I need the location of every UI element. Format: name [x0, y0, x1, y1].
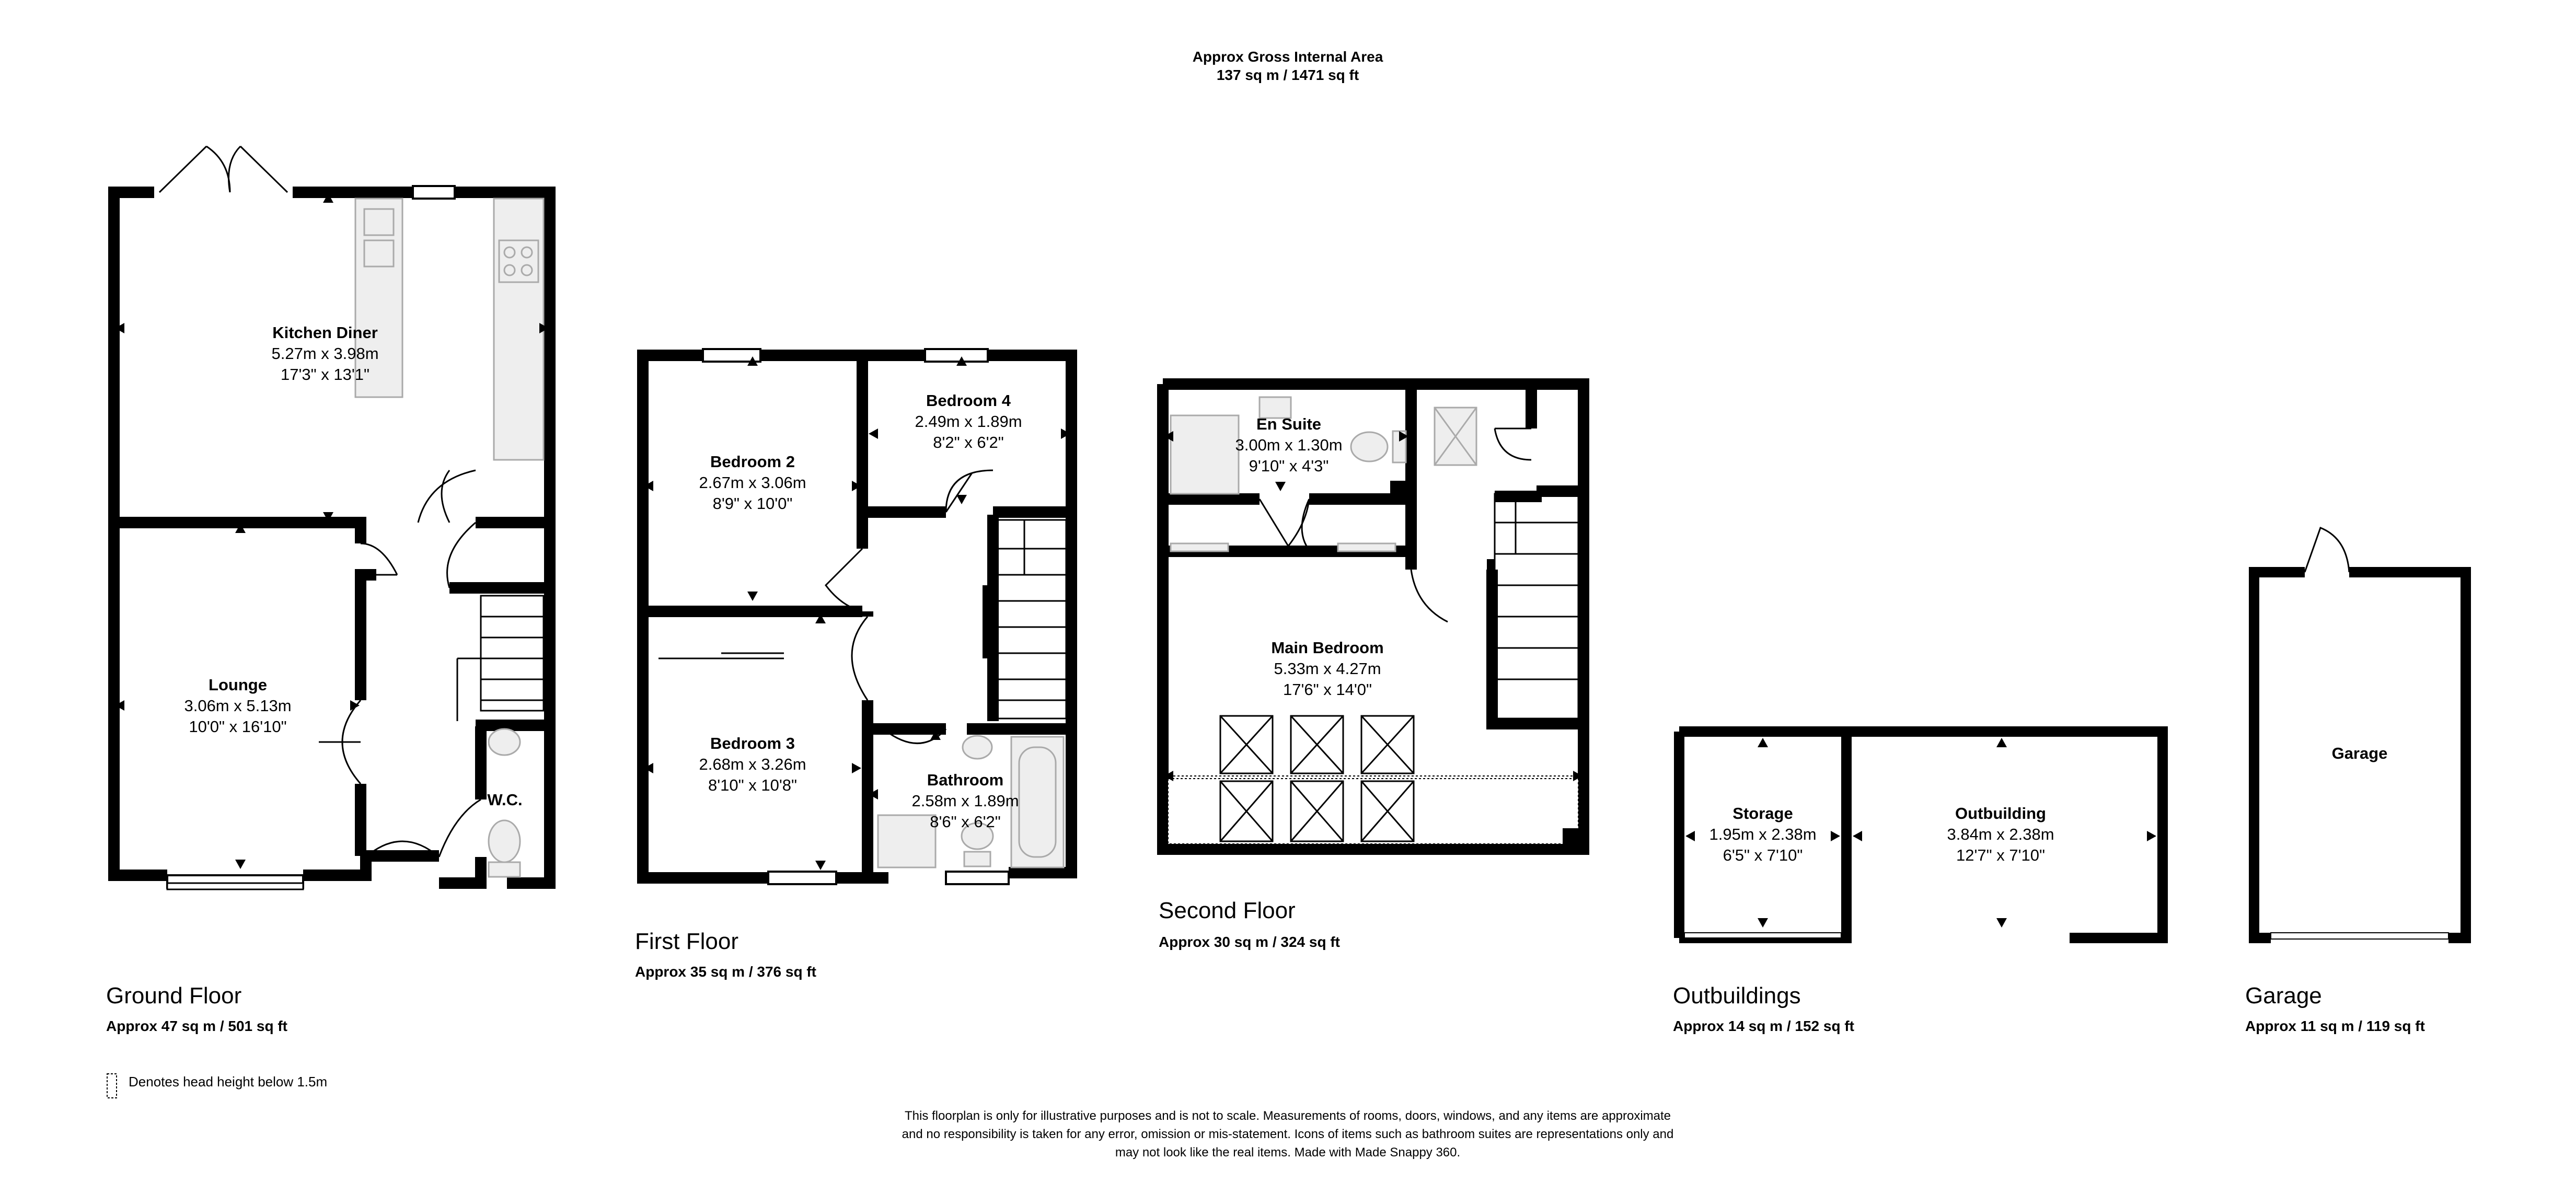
- room-dim-metric-bathroom: 2.58m x 1.89m: [911, 792, 1019, 810]
- floor-title-second: Second Floor: [1159, 898, 1296, 923]
- gross-area-title: Approx Gross Internal Area: [1192, 49, 1383, 65]
- room-name-bedroom-2: Bedroom 2: [710, 453, 795, 471]
- ground-stairs: [456, 595, 545, 721]
- disclaimer-line-1: This floorplan is only for illustrative …: [904, 1109, 1671, 1123]
- floor-title-garage: Garage: [2245, 983, 2322, 1009]
- room-name-kitchen-diner: Kitchen Diner: [272, 323, 378, 342]
- garage-walls: [2249, 567, 2471, 943]
- room-name-bedroom-3: Bedroom 3: [710, 734, 795, 752]
- room-dim-metric-storage: 1.95m x 2.38m: [1709, 825, 1817, 843]
- bathroom-fixtures: [877, 735, 1065, 868]
- second-arrows: [1164, 431, 1582, 781]
- room-dim-imperial-storage: 6'5" x 7'10": [1723, 846, 1803, 864]
- floor-title-ground: Ground Floor: [106, 983, 242, 1009]
- room-dim-metric-main-bedroom: 5.33m x 4.27m: [1274, 659, 1381, 678]
- ground-floor-doors: [158, 145, 481, 858]
- wc-fixtures: [488, 728, 521, 878]
- ground-window-top: [412, 185, 456, 200]
- room-dim-metric-kitchen-diner: 5.27m x 3.98m: [271, 344, 379, 363]
- second-floor-doors: [1258, 427, 1532, 623]
- room-dim-imperial-bedroom-3: 8'10" x 10'8": [708, 776, 798, 794]
- floor-area-first: Approx 35 sq m / 376 sq ft: [635, 964, 816, 980]
- first-arrows: [644, 356, 1070, 870]
- ground-arrows: [115, 193, 549, 869]
- room-dim-imperial-outbuilding: 12'7" x 7'10": [1956, 846, 2046, 864]
- room-dim-metric-bedroom-2: 2.67m x 3.06m: [699, 473, 806, 492]
- room-dim-metric-en-suite: 3.00m x 1.30m: [1235, 436, 1343, 454]
- second-stairs: [1494, 493, 1579, 720]
- kitchen-fixtures: [354, 198, 545, 461]
- first-stair-wall-block: [983, 585, 993, 658]
- room-name-bathroom: Bathroom: [927, 771, 1004, 789]
- room-name-main-bedroom: Main Bedroom: [1271, 639, 1384, 657]
- floor-area-ground: Approx 47 sq m / 501 sq ft: [106, 1018, 287, 1034]
- room-dim-imperial-lounge: 10'0" x 16'10": [189, 717, 287, 736]
- ground-floor-walls: [108, 187, 556, 889]
- garage-door: [2304, 527, 2350, 573]
- legend-head-height: Denotes head height below 1.5m: [129, 1074, 328, 1090]
- room-name-lounge: Lounge: [209, 676, 267, 694]
- room-dim-imperial-main-bedroom: 17'6" x 14'0": [1283, 680, 1372, 699]
- room-dim-metric-bedroom-4: 2.49m x 1.89m: [915, 412, 1022, 431]
- floor-area-garage: Approx 11 sq m / 119 sq ft: [2245, 1018, 2425, 1034]
- floor-area-outbuildings: Approx 14 sq m / 152 sq ft: [1673, 1018, 1854, 1034]
- room-dim-metric-outbuilding: 3.84m x 2.38m: [1947, 825, 2054, 843]
- room-dim-metric-lounge: 3.06m x 5.13m: [184, 697, 292, 715]
- room-name-en-suite: En Suite: [1256, 415, 1322, 433]
- room-dim-imperial-en-suite: 9'10" x 4'3": [1249, 457, 1329, 475]
- gross-area-value: 137 sq m / 1471 sq ft: [1216, 67, 1359, 83]
- outbuildings-arrows: [1685, 738, 2156, 928]
- disclaimer-line-3: may not look like the real items. Made w…: [1115, 1145, 1461, 1160]
- velux-windows: [1219, 715, 1415, 842]
- legend-swatch: [107, 1073, 117, 1098]
- ensuite-fixtures: [1170, 396, 1477, 552]
- floor-area-second: Approx 30 sq m / 324 sq ft: [1159, 934, 1340, 950]
- floor-title-first: First Floor: [635, 929, 738, 954]
- room-dim-imperial-bathroom: 8'6" x 6'2": [930, 813, 1001, 831]
- disclaimer-line-2: and no responsibility is taken for any e…: [902, 1127, 1674, 1141]
- room-dim-imperial-bedroom-2: 8'9" x 10'0": [712, 494, 793, 513]
- floor-title-outbuildings: Outbuildings: [1673, 983, 1801, 1009]
- room-dim-metric-bedroom-3: 2.68m x 3.26m: [699, 755, 806, 773]
- first-stairs: [992, 519, 1067, 720]
- room-dim-imperial-kitchen-diner: 17'3" x 13'1": [280, 365, 370, 384]
- room-dim-imperial-bedroom-4: 8'2" x 6'2": [933, 433, 1004, 451]
- room-name-storage: Storage: [1732, 804, 1793, 822]
- room-name-outbuilding: Outbuilding: [1955, 804, 2046, 822]
- room-name-wc: W.C.: [487, 791, 523, 809]
- first-floor-doors: [659, 469, 994, 744]
- room-name-bedroom-4: Bedroom 4: [926, 391, 1011, 410]
- room-name-garage: Garage: [2331, 744, 2388, 762]
